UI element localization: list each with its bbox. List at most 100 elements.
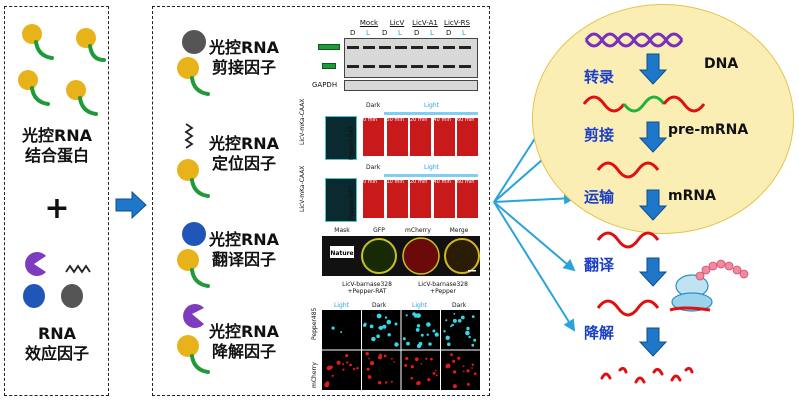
deg-puncta bbox=[416, 381, 420, 386]
deg-puncta bbox=[386, 319, 392, 325]
deg-puncta bbox=[434, 369, 437, 372]
deg-puncta bbox=[369, 324, 374, 329]
localization-factor-icon bbox=[177, 123, 210, 198]
loc-time-label: 40 min bbox=[433, 179, 451, 185]
loc-time-label: 40 min bbox=[433, 117, 451, 123]
deg-puncta bbox=[434, 332, 439, 337]
gel-band bbox=[411, 65, 423, 68]
rna-strand-icon bbox=[65, 264, 91, 274]
step-translation: 翻译 bbox=[584, 256, 615, 274]
gel-band-marker-top bbox=[318, 44, 340, 50]
gel-band bbox=[459, 65, 471, 68]
deg-row-top-label: Pepper485 bbox=[311, 307, 318, 340]
deg-puncta bbox=[340, 331, 343, 334]
degradation-factor-icon bbox=[177, 304, 210, 374]
deg-puncta bbox=[473, 338, 477, 342]
deg-group-2: LicV-barnase328 +Pepper bbox=[418, 281, 468, 295]
loc2-cell-image bbox=[325, 178, 357, 222]
deg-puncta bbox=[462, 365, 465, 367]
deg-puncta bbox=[471, 315, 475, 318]
splicing-factor-icon bbox=[177, 30, 210, 96]
deg-puncta bbox=[391, 357, 393, 360]
binding-protein-label: 光控RNA 结合蛋白 bbox=[21, 126, 93, 165]
deg-puncta bbox=[368, 357, 370, 360]
deg-puncta bbox=[427, 378, 431, 382]
deg-puncta bbox=[428, 342, 432, 346]
deg-puncta bbox=[405, 314, 408, 317]
deg-puncta bbox=[460, 315, 465, 320]
deg-puncta bbox=[457, 319, 462, 323]
deg-puncta bbox=[366, 367, 370, 371]
binding-protein-icon bbox=[22, 24, 54, 60]
translation-factor-icon bbox=[177, 222, 210, 288]
loc-timepoint-image bbox=[362, 179, 385, 219]
loc2-dark-label: Dark bbox=[366, 164, 381, 171]
deg-puncta bbox=[416, 343, 422, 349]
down-arrow-1 bbox=[638, 53, 668, 85]
deg-row-bottom-label: mCherry bbox=[311, 362, 318, 388]
down-arrow-2 bbox=[638, 121, 668, 153]
label-mrna: mRNA bbox=[668, 188, 716, 204]
loc-time-label: 50 min bbox=[386, 117, 404, 123]
deg-puncta bbox=[432, 372, 436, 375]
deg-puncta bbox=[393, 361, 395, 363]
deg-puncta bbox=[382, 324, 387, 329]
gel-lane-label: L bbox=[398, 29, 402, 37]
deg-puncta bbox=[406, 341, 410, 346]
deg-puncta bbox=[405, 356, 409, 361]
deg-col-1: Light bbox=[334, 302, 349, 309]
gel-band bbox=[379, 65, 391, 68]
plus-sign: + bbox=[44, 191, 70, 226]
left-panel bbox=[4, 6, 109, 396]
deg-puncta bbox=[452, 384, 457, 389]
deg-puncta bbox=[466, 326, 470, 331]
deg-puncta bbox=[452, 370, 457, 374]
peptide-chain-icon bbox=[695, 259, 749, 281]
step-splicing: 剪接 bbox=[584, 126, 615, 144]
gapdh-label: GAPDH bbox=[312, 81, 338, 89]
trans-header-mask: Mask bbox=[334, 227, 350, 234]
deg-puncta bbox=[468, 335, 471, 339]
right-block-arrow bbox=[115, 190, 147, 220]
trans-circles bbox=[330, 237, 480, 275]
deg-puncta bbox=[326, 383, 329, 386]
gel-band bbox=[411, 46, 423, 49]
loc-timepoint-image bbox=[385, 117, 409, 157]
binding-protein-icons bbox=[18, 24, 106, 116]
effector-icons bbox=[23, 252, 91, 308]
trans-header-gfp: GFP bbox=[373, 227, 385, 234]
loc-timepoint-image bbox=[456, 117, 479, 157]
step-transcription: 转录 bbox=[584, 68, 615, 86]
gel-band bbox=[443, 46, 455, 49]
deg-puncta bbox=[377, 381, 382, 385]
deg-puncta bbox=[450, 353, 453, 357]
gel-band bbox=[427, 65, 439, 68]
deg-puncta bbox=[384, 316, 388, 319]
label-dna: DNA bbox=[704, 56, 739, 72]
deg-puncta bbox=[376, 334, 380, 338]
binding-protein-icon bbox=[66, 80, 98, 116]
gel-band bbox=[379, 46, 391, 49]
deg-puncta bbox=[445, 363, 451, 369]
deg-puncta bbox=[336, 360, 341, 365]
loc1-dark-label: Dark bbox=[366, 102, 381, 109]
deg-puncta bbox=[390, 380, 393, 383]
trans-header-merge: Merge bbox=[449, 227, 469, 234]
loc2-side-label: LicV-mKa-CAAX bbox=[299, 165, 306, 212]
pre-mrna-strand bbox=[582, 95, 706, 113]
deg-puncta bbox=[331, 326, 335, 330]
deg-puncta bbox=[450, 325, 452, 328]
loc-time-label: 10 min bbox=[386, 179, 404, 185]
gel-lane-label: L bbox=[430, 29, 434, 37]
deg-puncta bbox=[363, 323, 367, 327]
gel-lane-label: D bbox=[446, 29, 452, 37]
ribosome-icon bbox=[669, 274, 713, 312]
deg-puncta bbox=[378, 326, 381, 330]
deg-puncta bbox=[445, 335, 450, 340]
deg-puncta bbox=[365, 352, 369, 356]
gel-group-licv-a1: LicV-A1 bbox=[412, 19, 438, 27]
gel-lane-label: D bbox=[382, 29, 388, 37]
loc1-light-label: Light bbox=[424, 102, 439, 109]
trans-mask-text: Nature bbox=[330, 250, 354, 257]
deg-col-2: Dark bbox=[372, 302, 387, 309]
